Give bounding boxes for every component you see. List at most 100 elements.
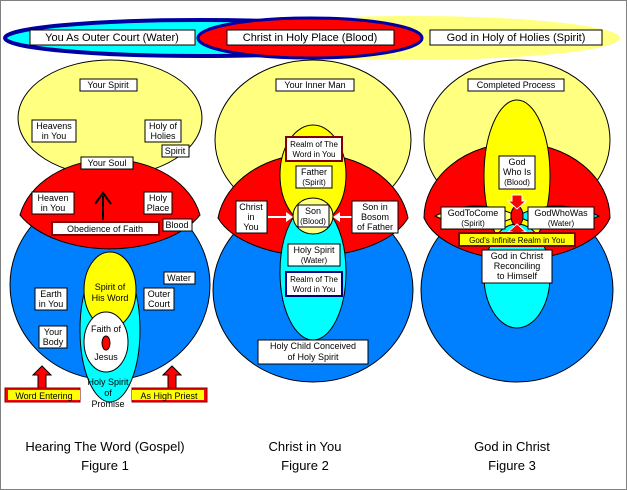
fig1-caption-figure: Figure 1 bbox=[81, 458, 129, 473]
fig3-god-in-christ-box bbox=[481, 249, 553, 284]
fig2-father-line1: Father bbox=[301, 167, 327, 177]
header-holy-place-label: Christ in Holy Place (Blood) bbox=[243, 32, 378, 44]
fig3-infinite-realm: God's Infinite Realm in You bbox=[469, 236, 565, 245]
fig3-infinite-realm-box bbox=[458, 232, 576, 247]
fig1-blood-drop bbox=[101, 335, 111, 351]
fig1-spirit: Spirit bbox=[165, 146, 186, 156]
fig1-your-body-box bbox=[38, 325, 68, 349]
fig1-holy-of-holies-line2: Holies bbox=[150, 131, 176, 141]
fig1-outer-court-line1: Outer bbox=[148, 289, 171, 299]
fig1-holy-spirit-line3: Promise bbox=[91, 399, 124, 409]
fig1-outer-court-line2: Court bbox=[148, 299, 171, 309]
header-banner: You As Outer Court (Water) Christ in Hol… bbox=[3, 16, 620, 60]
fig2-holy-child-line1: Holy Child Conceived bbox=[270, 341, 356, 351]
fig2-holy-spirit-box bbox=[287, 243, 341, 267]
fig2-holy-child-box bbox=[257, 339, 369, 365]
fig2-father-line2: (Spirit) bbox=[302, 178, 326, 187]
fig1-faith-of: Faith of bbox=[91, 324, 122, 334]
fig1-your-spirit: Your Spirit bbox=[87, 80, 129, 90]
fig2-holy-child-line2: of Holy Spirit bbox=[287, 352, 339, 362]
fig1-heaven-line1: Heaven bbox=[37, 193, 68, 203]
fig3-caption-figure: Figure 3 bbox=[488, 458, 536, 473]
fig2-inner-man: Your Inner Man bbox=[284, 80, 345, 90]
fig3-god-who-is-line2: Who Is bbox=[503, 167, 532, 177]
fig1-high-priest-box bbox=[132, 390, 204, 400]
fig1-spirit-box bbox=[161, 144, 190, 158]
fig1-heaven-line2: in You bbox=[41, 203, 66, 213]
fig1-holy-of-holies-line1: Holy of bbox=[149, 121, 178, 131]
fig3-caption-title: God in Christ bbox=[474, 439, 550, 454]
fig1-heavens-line1: Heavens bbox=[36, 121, 72, 131]
fig1-earth-line1: Earth bbox=[40, 289, 62, 299]
fig1-holy-spirit-line2: of bbox=[104, 388, 112, 398]
fig1-holy-place-line2: Place bbox=[147, 203, 170, 213]
header-holy-of-holies-box bbox=[429, 29, 603, 46]
fig1-your-spirit-box bbox=[79, 78, 138, 92]
fig2-caption-figure: Figure 2 bbox=[281, 458, 329, 473]
fig3-who-was-line2: (Water) bbox=[548, 219, 575, 228]
fig1-left-arrow-up-icon bbox=[31, 365, 53, 389]
fig2-christ-line3: You bbox=[243, 222, 258, 232]
fig2-son-line1: Son bbox=[305, 206, 321, 216]
header-outer-box bbox=[29, 29, 196, 46]
fig1-earth-box bbox=[34, 287, 68, 311]
fig2-son-bosom-line2: Bosom bbox=[361, 212, 389, 222]
fig1-holy-place-box bbox=[143, 191, 173, 215]
fig1-holy-of-holies-box bbox=[144, 119, 182, 143]
fig3-god-in-christ-line3: to Himself bbox=[497, 271, 538, 281]
fig1-jesus: Jesus bbox=[94, 352, 118, 362]
fig1-caption-title: Hearing The Word (Gospel) bbox=[25, 439, 184, 454]
fig1-obedience-box bbox=[51, 221, 160, 236]
figure-2: Your Inner Man Realm of The Word in You … bbox=[212, 59, 414, 473]
fig2-son-bosom-line3: of Father bbox=[357, 222, 393, 232]
fig2-realm-bottom-line2: Word in You bbox=[293, 285, 336, 294]
fig2-realm-bottom-box bbox=[285, 271, 343, 297]
fig3-to-come-line1: GodToCome bbox=[448, 208, 499, 218]
fig1-word-entering: Word Entering bbox=[15, 391, 72, 401]
header-holy-place-box bbox=[226, 29, 395, 46]
fig1-right-arrow-up-icon bbox=[161, 365, 183, 389]
fig2-holy-spirit-line1: Holy Spirit bbox=[293, 245, 335, 255]
fig1-blood-box bbox=[162, 218, 193, 232]
fig2-son-bosom-box bbox=[351, 200, 399, 234]
fig1-your-soul: Your Soul bbox=[88, 158, 127, 168]
fig1-outer-court-box bbox=[143, 287, 175, 311]
fig2-christ-line1: Christ bbox=[239, 202, 263, 212]
fig3-to-come-box bbox=[440, 206, 506, 230]
figure-3: Completed Process God Who Is (Blood) God… bbox=[420, 59, 614, 473]
fig2-realm-top-line2: Word in You bbox=[293, 150, 336, 159]
figure-1: Your Spirit Heavens in You Holy of Holie… bbox=[4, 59, 211, 473]
fig1-your-body-line2: Body bbox=[43, 337, 64, 347]
fig3-who-was-box bbox=[527, 206, 595, 230]
fig2-christ-box bbox=[235, 200, 268, 234]
fig1-as-high-priest: As High Priest bbox=[140, 391, 198, 401]
fig1-word-entering-box bbox=[8, 390, 80, 400]
header-outer-label: You As Outer Court (Water) bbox=[45, 32, 179, 44]
fig1-spirit-of-word-line1: Spirit of bbox=[95, 282, 126, 292]
fig3-god-in-christ-line2: Reconciling bbox=[494, 261, 541, 271]
fig1-heaven-box bbox=[31, 191, 75, 215]
fig1-obedience: Obedience of Faith bbox=[67, 224, 143, 234]
fig3-god-who-is-line1: God bbox=[508, 157, 525, 167]
fig1-holy-place-line1: Holy bbox=[149, 193, 168, 203]
fig2-son-line2: (Blood) bbox=[300, 217, 326, 226]
fig3-god-who-is-box bbox=[498, 155, 536, 190]
fig2-realm-bottom-line1: Realm of The bbox=[290, 275, 338, 284]
fig1-arrow-up-icon bbox=[94, 191, 112, 205]
fig2-holy-spirit-line2: (Water) bbox=[301, 256, 328, 265]
fig3-arrow-down-icon bbox=[506, 194, 528, 210]
fig1-your-soul-box bbox=[80, 156, 134, 170]
fig1-holy-spirit-line1: Holy Spirit bbox=[87, 377, 129, 387]
fig1-water: Water bbox=[167, 273, 191, 283]
fig3-god-in-christ-line1: God in Christ bbox=[491, 251, 544, 261]
fig2-arrow-right-icon bbox=[286, 212, 293, 222]
header-holy-of-holies-label: God in Holy of Holies (Spirit) bbox=[447, 32, 586, 44]
fig2-realm-top-box bbox=[285, 136, 343, 162]
fig2-arrow-left-icon bbox=[333, 212, 340, 222]
fig2-inner-man-box bbox=[275, 78, 355, 92]
fig1-heavens-box bbox=[31, 119, 77, 143]
fig3-completed: Completed Process bbox=[477, 80, 556, 90]
fig1-blood: Blood bbox=[165, 220, 188, 230]
fig1-your-body-line1: Your bbox=[44, 327, 62, 337]
